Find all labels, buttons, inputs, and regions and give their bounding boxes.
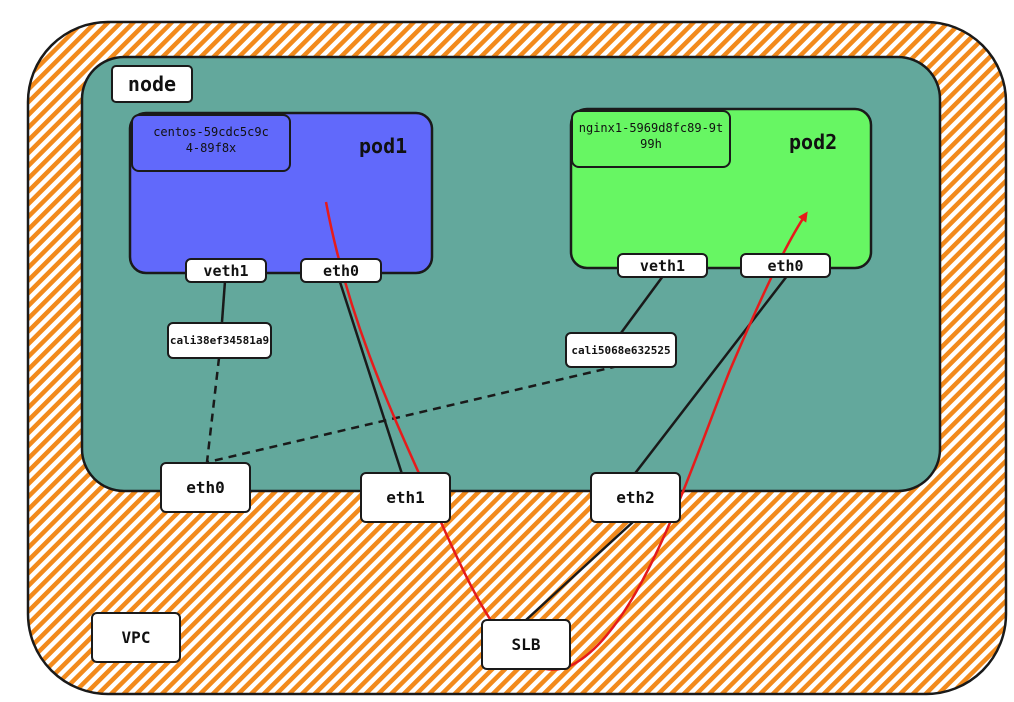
pod2-cali-interface: cali5068e632525 (565, 332, 677, 368)
link-node-eth2-slb (525, 520, 635, 621)
pod1-label: pod1 (359, 134, 408, 158)
pod1-name-box: centos-59cdc5c9c4-89f8x (131, 114, 291, 172)
node-eth1: eth1 (360, 472, 451, 523)
pod1-name: centos-59cdc5c9c4-89f8x (153, 125, 269, 155)
vpc-label: VPC (91, 612, 181, 663)
pod1-veth1: veth1 (185, 258, 267, 283)
link-pod1-eth0-node-eth1 (338, 281, 414, 506)
node-eth0: eth0 (160, 462, 251, 513)
link-pod2-cali-node-eth0 (207, 364, 619, 464)
pod2-name-box: nginx1-5969d8fc89-9t99h (571, 110, 731, 168)
pod2-label: pod2 (789, 130, 838, 154)
link-pod2-veth-cali (619, 275, 665, 334)
pod1-cali-interface: cali38ef34581a9 (167, 322, 272, 359)
pod2-veth1: veth1 (617, 253, 708, 278)
traffic-flow-arrow (324, 201, 808, 671)
link-pod1-cali-node-eth0 (205, 357, 221, 463)
pod2-eth0: eth0 (740, 253, 831, 278)
pod1-eth0: eth0 (300, 258, 382, 283)
pod2-name: nginx1-5969d8fc89-9t99h (578, 121, 724, 151)
node-label: node (111, 65, 193, 103)
slb-box: SLB (481, 619, 571, 670)
link-pod1-veth-cali (220, 280, 227, 323)
link-pod2-eth0-node-eth2 (632, 275, 788, 477)
node-eth2: eth2 (590, 472, 681, 523)
